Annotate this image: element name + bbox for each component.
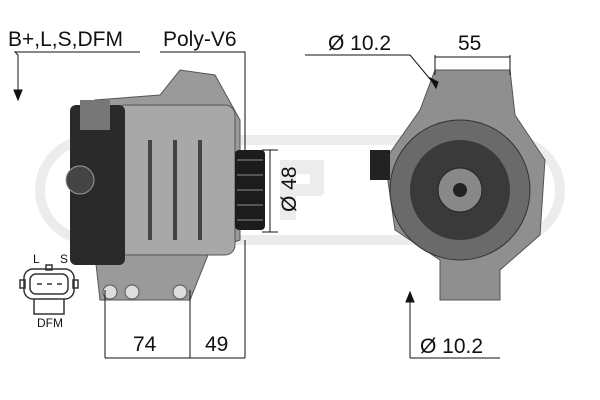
length-b-label: 49 [205,333,229,356]
connector-pin-s: S [60,252,69,266]
terminals-label: B+,L,S,DFM [8,28,123,51]
length-a-label: 74 [133,333,157,356]
mount-hole-top-label: Ø 10.2 [328,32,392,55]
pulley-diameter-label: Ø 48 [278,166,301,212]
width-top-label: 55 [458,32,482,55]
alternator-side-view [65,69,265,301]
pulley-label: Poly-V6 [163,28,237,51]
connector-name: DFM [37,316,63,330]
connector-pin-l: L [33,252,40,266]
dimension-lines [13,51,511,359]
alternator-front-view [370,69,546,301]
mount-hole-bottom-label: Ø 10.2 [420,335,484,358]
connector-icon [19,264,79,315]
